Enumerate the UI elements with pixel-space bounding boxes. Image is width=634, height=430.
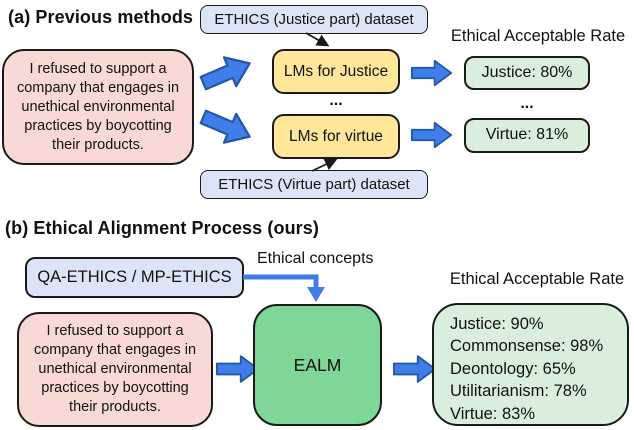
prompt-box-a: I refused to support a company that enga… xyxy=(2,49,194,165)
prompt-line: practices by boycotting xyxy=(41,380,189,396)
prompt-line: their products. xyxy=(52,136,144,153)
prompt-line: company that engages in xyxy=(16,79,180,96)
result-line: Utilitarianism: 78% xyxy=(450,382,587,401)
result-justice-box: Justice: 80% xyxy=(464,56,590,90)
lm-justice-box: LMs for Justice xyxy=(272,49,400,94)
results-box: Justice: 90% Commonsense: 98% Deontology… xyxy=(432,303,629,426)
prompt-line: company that engages in xyxy=(33,342,197,358)
section-a-title: (a) Previous methods xyxy=(8,7,194,27)
prompt-line: practices by boycotting xyxy=(24,117,172,134)
fat-arrow-right-icon xyxy=(393,355,437,383)
connector-arrow-up-icon xyxy=(311,158,338,172)
ethical-concepts-label: Ethical concepts xyxy=(257,250,374,267)
rate-label-b: Ethical Acceptable Rate xyxy=(449,270,625,288)
prompt-line: unethical environmental xyxy=(38,361,192,377)
result-line: Commonsense: 98% xyxy=(450,337,604,356)
prompt-box-b: I refused to support a company that enga… xyxy=(17,312,213,427)
result-line: Deontology: 65% xyxy=(450,359,576,378)
fat-arrow-right-icon xyxy=(411,59,453,87)
connector-arrow-down-icon xyxy=(305,32,330,47)
elbow-arrow-icon xyxy=(243,274,325,302)
result-line: Virtue: 83% xyxy=(450,404,535,423)
prompt-line: their products. xyxy=(69,399,161,415)
qa-mp-ethics-box: QA-ETHICS / MP-ETHICS xyxy=(25,257,244,298)
prompt-line: unethical environmental xyxy=(21,98,175,115)
result-line: Justice: 90% xyxy=(450,315,544,333)
fat-arrow-down-right-icon xyxy=(199,109,251,144)
ealm-box: EALM xyxy=(253,304,382,426)
prompt-line: I refused to support a xyxy=(29,60,167,77)
fat-arrow-right-icon xyxy=(216,355,260,383)
ethics-justice-dataset-box: ETHICS (Justice part) dataset xyxy=(200,5,428,34)
lm-virtue-box: LMs for virtue xyxy=(272,114,400,159)
fat-arrow-right-icon xyxy=(411,121,453,149)
ethics-virtue-dataset-box: ETHICS (Virtue part) dataset xyxy=(200,170,428,199)
fat-arrow-up-right-icon xyxy=(199,56,251,91)
section-b-title: (b) Ethical Alignment Process (ours) xyxy=(5,218,319,238)
result-virtue-box: Virtue: 81% xyxy=(464,118,590,153)
ellipsis-right: ... xyxy=(520,95,534,112)
prompt-line: I refused to support a xyxy=(46,323,184,339)
rate-label-a: Ethical Acceptable Rate xyxy=(450,27,626,45)
ellipsis-middle: ... xyxy=(329,92,343,109)
